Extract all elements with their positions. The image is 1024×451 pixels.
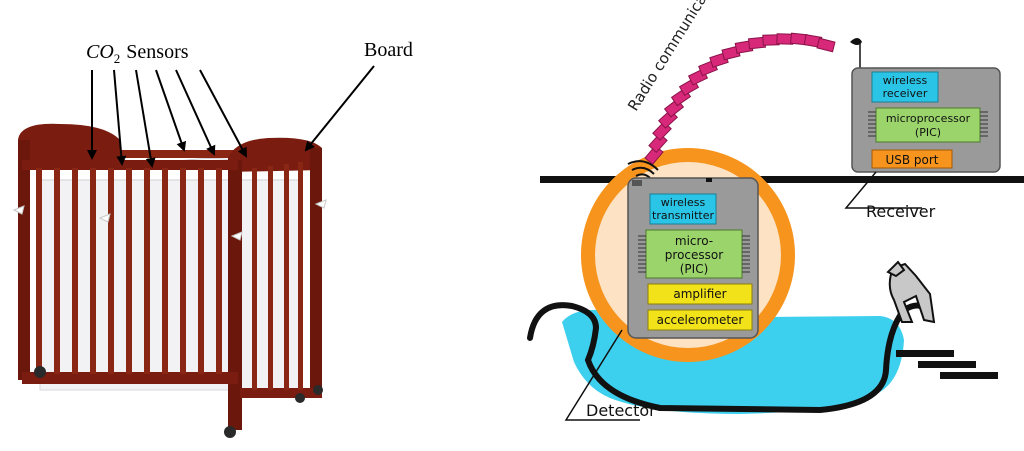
stairs: [896, 350, 998, 379]
receiver-micro-pins: [868, 111, 988, 137]
detector-amplifier-block: [647, 283, 753, 305]
receiver-wireless-line1: wireless: [883, 74, 928, 87]
receiver-wireless-block: [871, 71, 939, 103]
detector-micro-line2: processor: [665, 248, 723, 262]
radio-beam: [644, 32, 836, 166]
detector-device: wireless transmitter micro- processor (P…: [627, 177, 759, 339]
detector-accelerometer-label: accelerometer: [657, 313, 744, 327]
sensor-arrow: [175, 69, 216, 156]
receiver-micro-block: [875, 107, 981, 143]
detector-micro-pins: [638, 235, 750, 273]
sensor-arrow: [199, 69, 247, 158]
detector-amplifier-label: amplifier: [673, 287, 726, 301]
detector-micro-line1: micro-: [675, 234, 713, 248]
crib-right-post-b: [310, 148, 322, 393]
receiver-device: wireless receiver microprocessor (PIC) U…: [851, 67, 1001, 173]
basin-outline: [527, 302, 931, 414]
crib-wheels: [34, 366, 323, 438]
crib-left-post: [18, 140, 30, 380]
co2-label-prefix: CO: [86, 41, 114, 63]
sensor-arrow: [113, 69, 127, 166]
crib-front-bottom-rail: [22, 372, 238, 384]
receiver-micro-line1: microprocessor: [886, 112, 971, 125]
receiver-usb-block: [871, 149, 953, 169]
antenna-icon: [850, 38, 862, 72]
crib-front-slats: [36, 168, 222, 374]
swimmer-figure: [886, 260, 936, 324]
detector-micro-block: [645, 229, 743, 279]
detector-leader-line: [564, 329, 640, 421]
co2-label-suffix: Sensors: [126, 41, 188, 63]
crib-front-top-rail: [22, 160, 238, 170]
crib-right-post-a: [228, 160, 242, 430]
receiver-wireless-line2: receiver: [883, 87, 928, 100]
receiver-usb-label: USB port: [885, 153, 938, 167]
sensor-arrow: [135, 69, 156, 168]
detector-wireless-line1: wireless: [661, 196, 706, 209]
detector-micro-line3: (PIC): [680, 262, 709, 276]
crib-bedding: [39, 164, 303, 391]
crib-bumper-ties: [12, 199, 327, 241]
co2-label-subscript: 2: [114, 51, 121, 66]
crib-side-slats: [252, 162, 303, 390]
crib-illustration: [12, 123, 327, 438]
board-arrow: [304, 65, 375, 152]
receiver-leader-line: [844, 171, 922, 209]
sensor-arrow: [155, 69, 187, 152]
detector-caption: Detector: [586, 401, 656, 420]
crib-right-headboard: [228, 137, 322, 172]
signal-waves-icon: [627, 160, 659, 179]
detector-wireless-block: [649, 193, 717, 225]
crib-left-headboard: [18, 123, 122, 160]
sensor-arrows: [87, 65, 375, 168]
detector-wireless-line2: transmitter: [652, 209, 714, 222]
crib-back-rail: [60, 150, 300, 158]
co2-sensors-label: CO2 Sensors: [86, 41, 189, 66]
receiver-micro-line2: (PIC): [915, 126, 941, 139]
detector-accelerometer-block: [647, 309, 753, 331]
crib-side-bottom-rail: [240, 388, 322, 398]
receiver-caption: Receiver: [866, 202, 936, 221]
ground-line: [540, 176, 1024, 183]
board-label: Board: [364, 39, 413, 61]
